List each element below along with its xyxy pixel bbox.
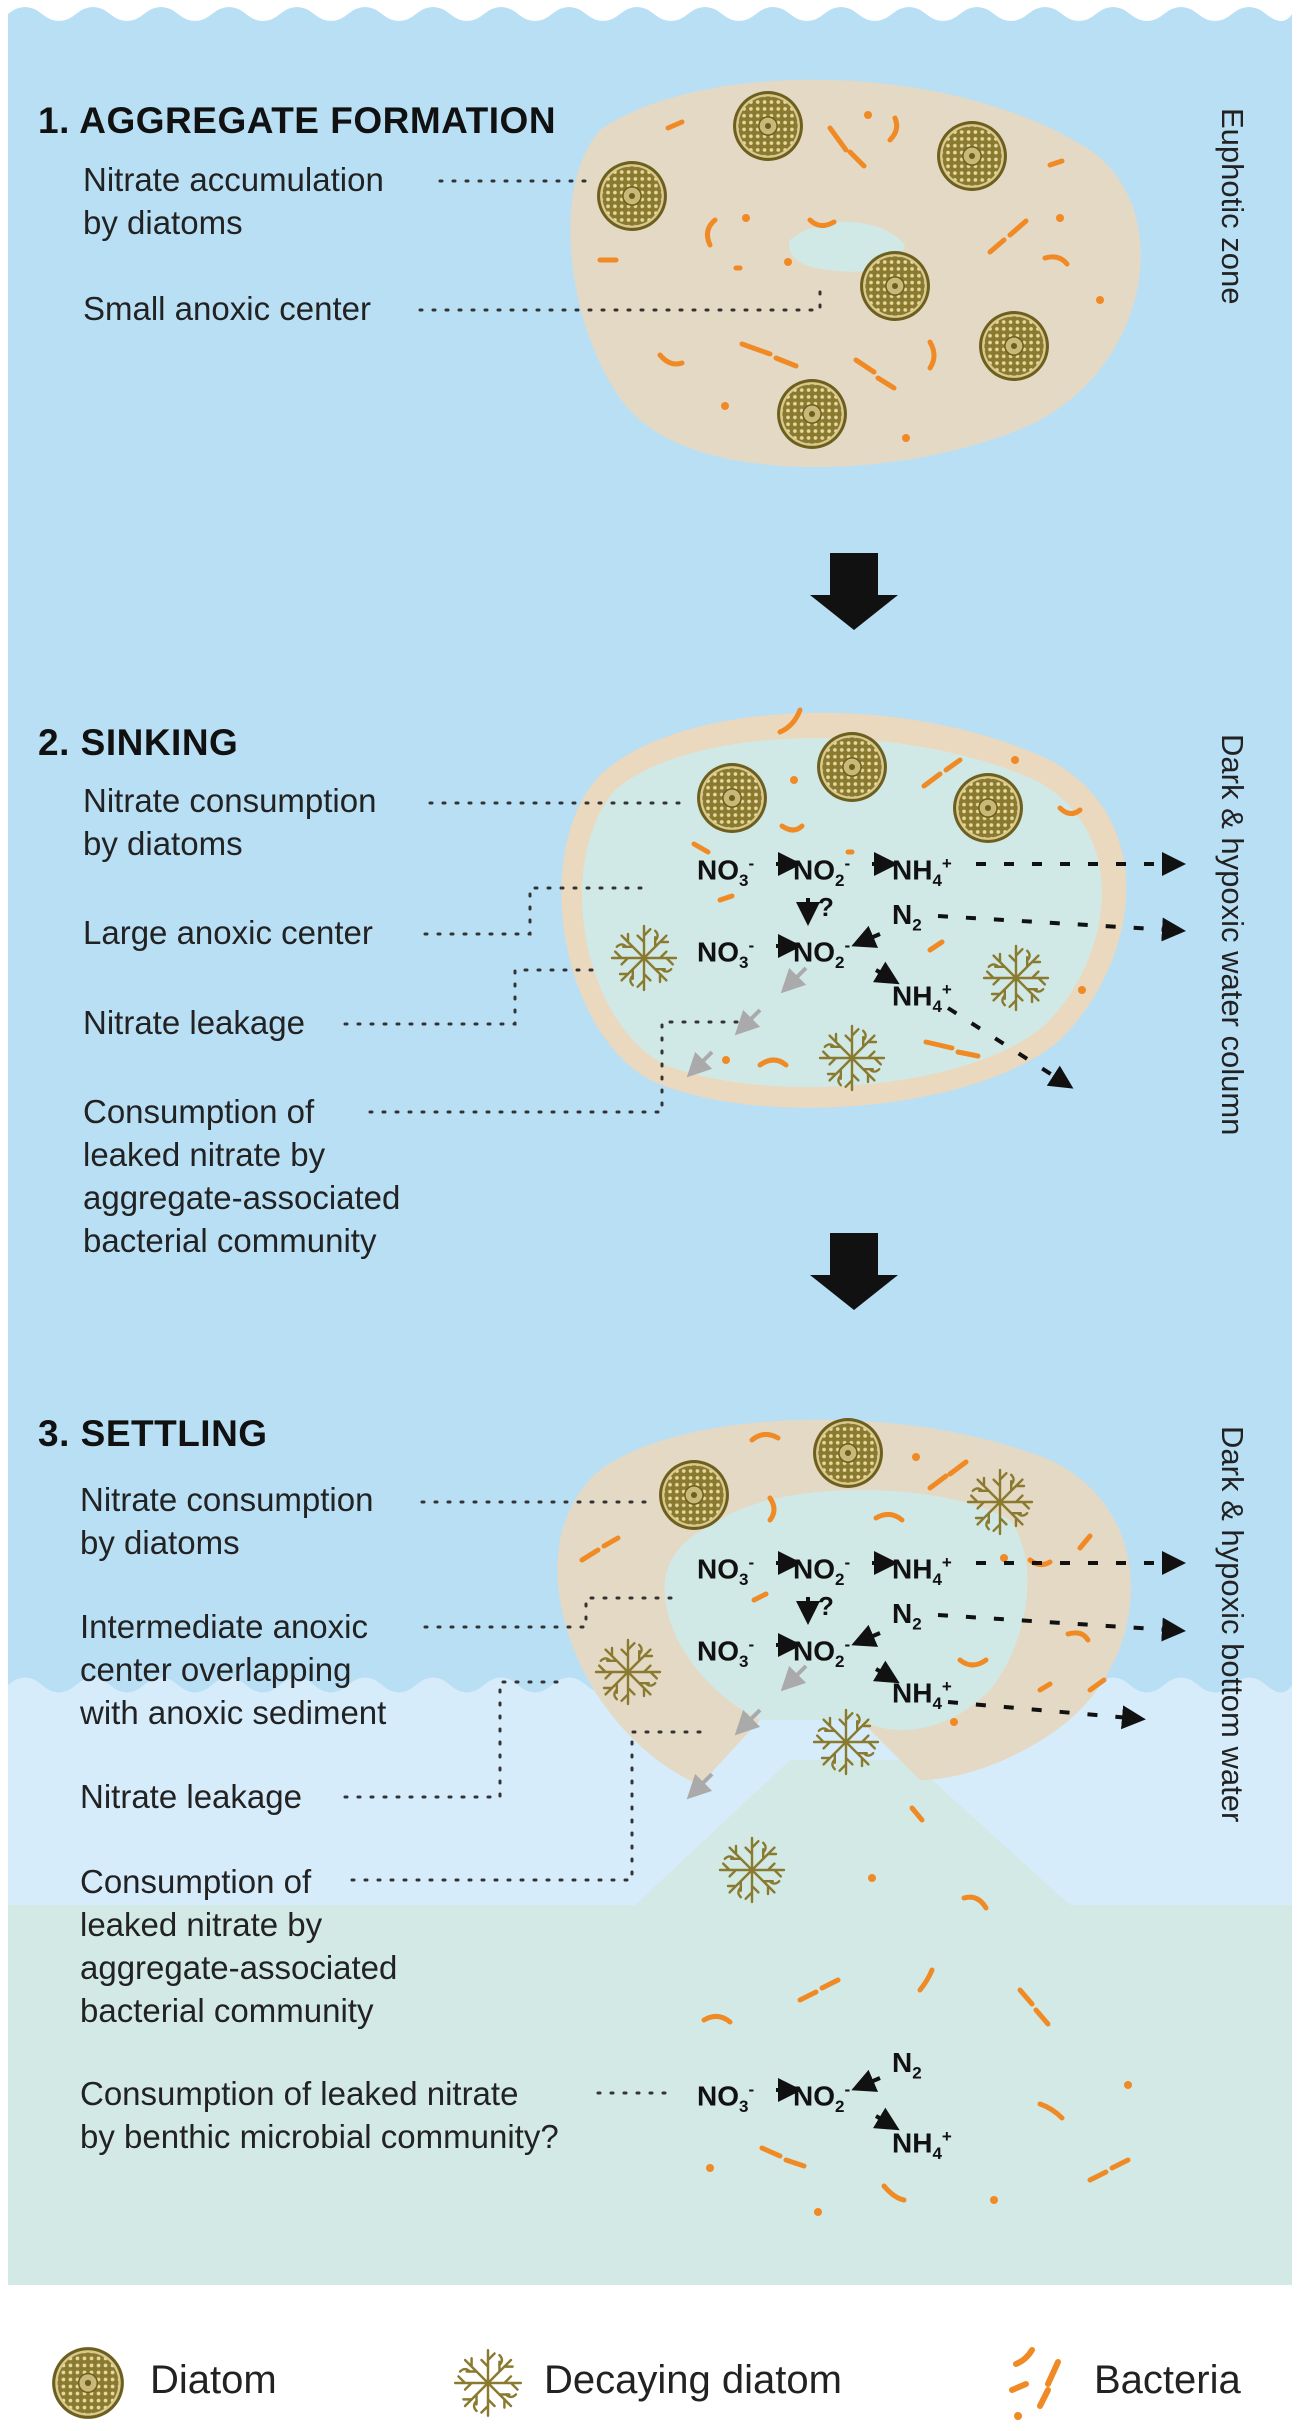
chem-no3: NO3- xyxy=(697,2080,755,2116)
stage-transition-arrow xyxy=(810,1233,898,1310)
diatom-icon xyxy=(952,772,1024,844)
sediment-layer xyxy=(8,1905,1292,2285)
diatom-icon xyxy=(859,250,931,322)
sediment-bacteria xyxy=(701,1967,1131,2203)
decaying-diatom-icon xyxy=(818,1024,886,1092)
stage1-title: 1. AGGREGATE FORMATION xyxy=(38,100,557,141)
label-nitrate-consumption: Nitrate consumption by diatoms xyxy=(83,782,377,862)
legend-diatom-icon xyxy=(51,2346,125,2420)
zone-label-bottom-water: Dark & hypoxic bottom water xyxy=(1215,1426,1250,1823)
chem-n2: N2 xyxy=(892,1598,922,1634)
bacteria-cluster xyxy=(597,115,1070,391)
diatom-icon xyxy=(732,90,804,162)
chem-no2: NO2- xyxy=(793,854,851,890)
decaying-diatom-icon xyxy=(594,1638,662,1706)
bacteria-cluster xyxy=(691,707,1083,1068)
chem-no2: NO2- xyxy=(793,1635,851,1671)
chem-question: ? xyxy=(818,1591,834,1621)
zone-label-water-column: Dark & hypoxic water column xyxy=(1215,734,1250,1136)
leakage-arrows-stage3 xyxy=(686,1664,808,1800)
diatom-icon xyxy=(812,1417,884,1489)
sediment-bacteria-dots xyxy=(706,2081,1132,2216)
chem-no3: NO3- xyxy=(697,1635,755,1671)
legend-bacteria-icon xyxy=(1009,2347,1061,2409)
legend xyxy=(51,2346,1061,2420)
label-large-anoxic-center: Large anoxic center xyxy=(83,914,373,951)
stage1-aggregate xyxy=(570,79,1141,468)
chem-no2: NO2- xyxy=(793,936,851,972)
intermediate-anoxic-center xyxy=(664,1490,1028,1730)
label-intermediate-anoxic-center: Intermediate anoxic center overlapping w… xyxy=(80,1608,387,1731)
decaying-diatom-icon xyxy=(966,1468,1034,1536)
diatom-icon xyxy=(658,1459,730,1531)
stage3-aggregate xyxy=(557,1417,1131,1911)
decaying-diatom-icon xyxy=(718,1836,786,1904)
chem-n2: N2 xyxy=(892,2047,922,2083)
decaying-diatom-icon xyxy=(610,924,678,992)
reaction-arrows-stage2 xyxy=(776,852,1186,1089)
chem-nh4: NH4+ xyxy=(892,1553,952,1589)
stage-transition-arrow xyxy=(810,553,898,630)
chem-nh4: NH4+ xyxy=(892,980,952,1016)
stage3-title: 3. SETTLING xyxy=(38,1413,268,1454)
chem-no2: NO2- xyxy=(793,2080,851,2116)
reaction-arrows-benthic xyxy=(776,2069,900,2131)
label-nitrate-leakage: Nitrate leakage xyxy=(83,1004,305,1041)
legend-decaying-diatom-icon xyxy=(453,2348,523,2418)
diatom-icon xyxy=(696,762,768,834)
legend-diatom-label: Diatom xyxy=(150,2358,277,2402)
bacteria-dots xyxy=(868,1453,1008,1882)
label-small-anoxic-center: Small anoxic center xyxy=(83,290,371,327)
chem-no2: NO2- xyxy=(793,1553,851,1589)
diatom-icon xyxy=(936,120,1008,192)
bacteria-dots xyxy=(722,756,1086,1064)
diatom-icon xyxy=(816,731,888,803)
chem-nh4: NH4+ xyxy=(892,854,952,890)
label-nitrate-accumulation: Nitrate accumulation by diatoms xyxy=(83,161,384,241)
chem-no3: NO3- xyxy=(697,936,755,972)
label-benthic-consumption: Consumption of leaked nitrate by benthic… xyxy=(80,2075,559,2155)
diatom-icon xyxy=(978,310,1050,382)
label-nitrate-consumption: Nitrate consumption by diatoms xyxy=(80,1481,374,1561)
diatom-icon xyxy=(596,160,668,232)
sediment-mound xyxy=(635,1760,1070,1905)
decaying-diatom-icon xyxy=(812,1708,880,1776)
chem-no3: NO3- xyxy=(697,854,755,890)
bacteria-cluster xyxy=(579,1432,1107,1911)
stage2-aggregate xyxy=(561,707,1127,1108)
chem-nh4: NH4+ xyxy=(892,1677,952,1713)
chem-nh4: NH4+ xyxy=(892,2127,952,2163)
leakage-arrows-stage2 xyxy=(686,966,808,1078)
label-nitrate-leakage: Nitrate leakage xyxy=(80,1778,302,1815)
bacteria-dots xyxy=(721,111,1104,442)
reaction-arrows-stage3 xyxy=(776,1551,1186,1730)
stage2-title: 2. SINKING xyxy=(38,722,239,763)
decaying-diatom-icon xyxy=(982,944,1050,1012)
label-leaked-nitrate-consumption: Consumption of leaked nitrate by aggrega… xyxy=(83,1093,401,1259)
chem-no3: NO3- xyxy=(697,1553,755,1589)
chem-n2: N2 xyxy=(892,899,922,935)
legend-bacteria-label: Bacteria xyxy=(1094,2358,1241,2402)
zone-label-euphotic: Euphotic zone xyxy=(1215,108,1250,305)
chem-question: ? xyxy=(818,892,834,922)
leader-lines xyxy=(343,179,822,2095)
label-leaked-nitrate-consumption: Consumption of leaked nitrate by aggrega… xyxy=(80,1863,398,2029)
legend-decaying-diatom-label: Decaying diatom xyxy=(544,2358,842,2402)
diatom-icon xyxy=(776,378,848,450)
